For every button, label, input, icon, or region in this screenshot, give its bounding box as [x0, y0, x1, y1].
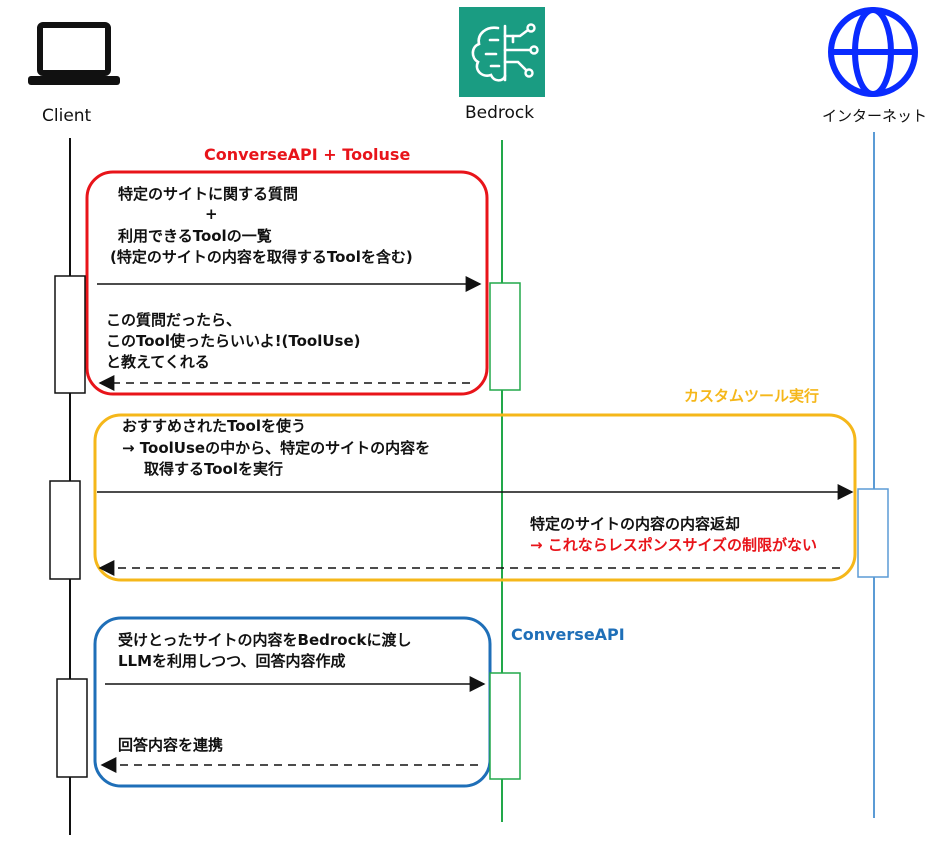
client-activation-1 — [54, 275, 86, 394]
tooluse-response-line-2: このTool使ったらいいよ!(ToolUse) — [106, 332, 361, 350]
bedrock-activation-1 — [489, 282, 521, 391]
custom-tool-frame — [93, 413, 857, 582]
custom-tool-request-line-3: 取得するToolを実行 — [144, 460, 283, 478]
converse-api-response-line: 回答内容を連携 — [118, 736, 224, 754]
tooluse-request-line-3: 利用できるToolの一覧 — [118, 227, 272, 245]
converse-api-request-line-1: 受けとったサイトの内容をBedrockに渡し — [118, 631, 412, 649]
custom-tool-request-line-2: → ToolUseの中から、特定のサイトの内容を — [122, 439, 431, 457]
custom-tool-request-line-1: おすすめされたToolを使う — [122, 417, 306, 435]
converse-tooluse-title: ConverseAPI + Tooluse — [204, 145, 411, 164]
tooluse-request-line-1: 特定のサイトに関する質問 — [118, 185, 299, 203]
client-actor-label: Client — [42, 106, 92, 126]
bedrock-activation-2 — [489, 672, 521, 780]
client-activation-2 — [49, 480, 81, 580]
converse-api-request-line-2: LLMを利用しつつ、回答内容作成 — [118, 652, 346, 670]
internet-actor-label: インターネット — [822, 107, 928, 125]
bedrock-brain-icon — [459, 7, 545, 97]
custom-tool-response-note: → これならレスポンスサイズの制限がない — [530, 536, 818, 554]
bedrock-actor-label: Bedrock — [465, 103, 535, 123]
tooluse-response-line-1: この質問だったら、 — [106, 311, 242, 329]
laptop-icon — [28, 22, 120, 85]
converse-api-title: ConverseAPI — [511, 625, 625, 644]
tooluse-response-line-3: と教えてくれる — [106, 353, 210, 371]
custom-tool-title: カスタムツール実行 — [684, 387, 820, 405]
globe-icon — [828, 7, 918, 97]
internet-activation-1 — [857, 488, 889, 578]
converse-tooluse-frame — [85, 170, 489, 396]
client-activation-3 — [56, 678, 88, 778]
custom-tool-response-line: 特定のサイトの内容の内容返却 — [530, 515, 741, 533]
tooluse-request-line-4: (特定のサイトの内容を取得するToolを含む) — [110, 248, 413, 266]
tooluse-request-line-2: + — [205, 205, 218, 223]
